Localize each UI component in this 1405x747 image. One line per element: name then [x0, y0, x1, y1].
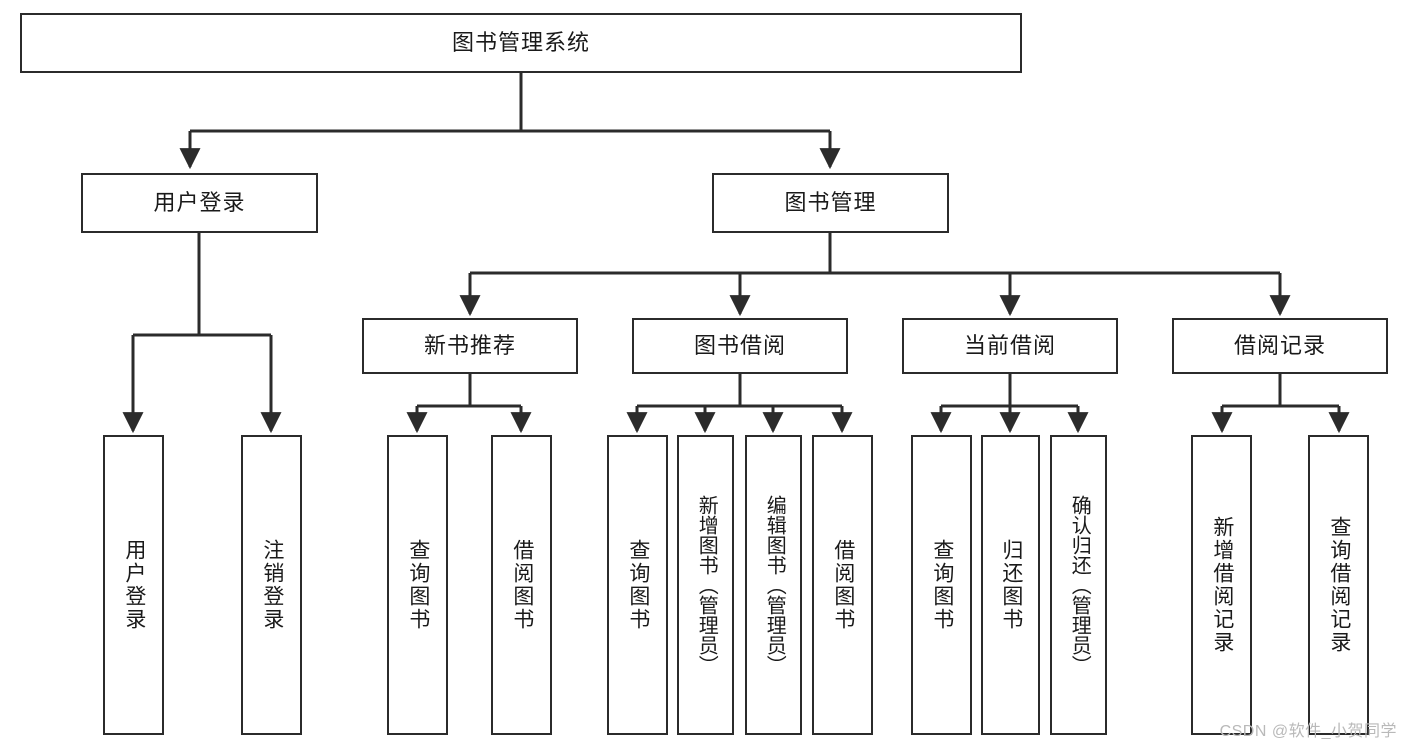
- node-leaf-user-login-do[interactable]: 用户登录: [103, 435, 164, 735]
- node-leaf-borrow-edit-book-label: 编辑图书（管理员）: [763, 495, 786, 675]
- node-leaf-user-logout-label: 注销登录: [260, 539, 284, 631]
- node-leaf-rec-add-record[interactable]: 新增借阅记录: [1191, 435, 1252, 735]
- node-leaf-rec-borrow-book-label: 借阅图书: [510, 539, 534, 631]
- node-borrow-record-label: 借阅记录: [1233, 332, 1326, 358]
- node-leaf-borrow-edit-book[interactable]: 编辑图书（管理员）: [745, 435, 802, 735]
- node-leaf-borrow-query-book[interactable]: 查询图书: [607, 435, 668, 735]
- node-leaf-rec-query-book[interactable]: 查询图书: [387, 435, 448, 735]
- node-leaf-cur-return-book-label: 归还图书: [999, 539, 1023, 631]
- node-borrow-record[interactable]: 借阅记录: [1172, 318, 1388, 374]
- node-book-manage-label: 图书管理: [784, 189, 877, 215]
- node-leaf-rec-add-record-label: 新增借阅记录: [1210, 516, 1234, 654]
- node-current-borrow[interactable]: 当前借阅: [902, 318, 1118, 374]
- node-leaf-borrow-add-book-label: 新增图书（管理员）: [695, 495, 718, 675]
- node-leaf-user-login-do-label: 用户登录: [122, 539, 146, 631]
- node-new-book-recommend-label: 新书推荐: [423, 332, 516, 358]
- node-leaf-rec-query-record-label: 查询借阅记录: [1327, 516, 1351, 654]
- node-leaf-cur-confirm-return[interactable]: 确认归还（管理员）: [1050, 435, 1107, 735]
- node-root-label: 图书管理系统: [451, 29, 590, 55]
- node-user-login[interactable]: 用户登录: [81, 173, 318, 233]
- node-leaf-cur-query-book-label: 查询图书: [930, 539, 954, 631]
- node-leaf-user-logout[interactable]: 注销登录: [241, 435, 302, 735]
- node-current-borrow-label: 当前借阅: [963, 332, 1056, 358]
- node-leaf-cur-return-book[interactable]: 归还图书: [981, 435, 1040, 735]
- watermark: CSDN @软件_小贺同学: [1219, 723, 1397, 740]
- node-leaf-rec-query-book-label: 查询图书: [406, 539, 430, 631]
- node-leaf-rec-query-record[interactable]: 查询借阅记录: [1308, 435, 1369, 735]
- node-leaf-borrow-borrow-book-label: 借阅图书: [831, 539, 855, 631]
- node-leaf-cur-query-book[interactable]: 查询图书: [911, 435, 972, 735]
- node-book-borrow-label: 图书借阅: [693, 332, 786, 358]
- node-new-book-recommend[interactable]: 新书推荐: [362, 318, 578, 374]
- node-book-manage[interactable]: 图书管理: [712, 173, 949, 233]
- node-user-login-label: 用户登录: [153, 189, 246, 215]
- node-root[interactable]: 图书管理系统: [20, 13, 1022, 73]
- node-leaf-rec-borrow-book[interactable]: 借阅图书: [491, 435, 552, 735]
- node-leaf-cur-confirm-return-label: 确认归还（管理员）: [1068, 495, 1091, 675]
- node-book-borrow[interactable]: 图书借阅: [632, 318, 848, 374]
- node-leaf-borrow-query-book-label: 查询图书: [626, 539, 650, 631]
- node-leaf-borrow-borrow-book[interactable]: 借阅图书: [812, 435, 873, 735]
- node-leaf-borrow-add-book[interactable]: 新增图书（管理员）: [677, 435, 734, 735]
